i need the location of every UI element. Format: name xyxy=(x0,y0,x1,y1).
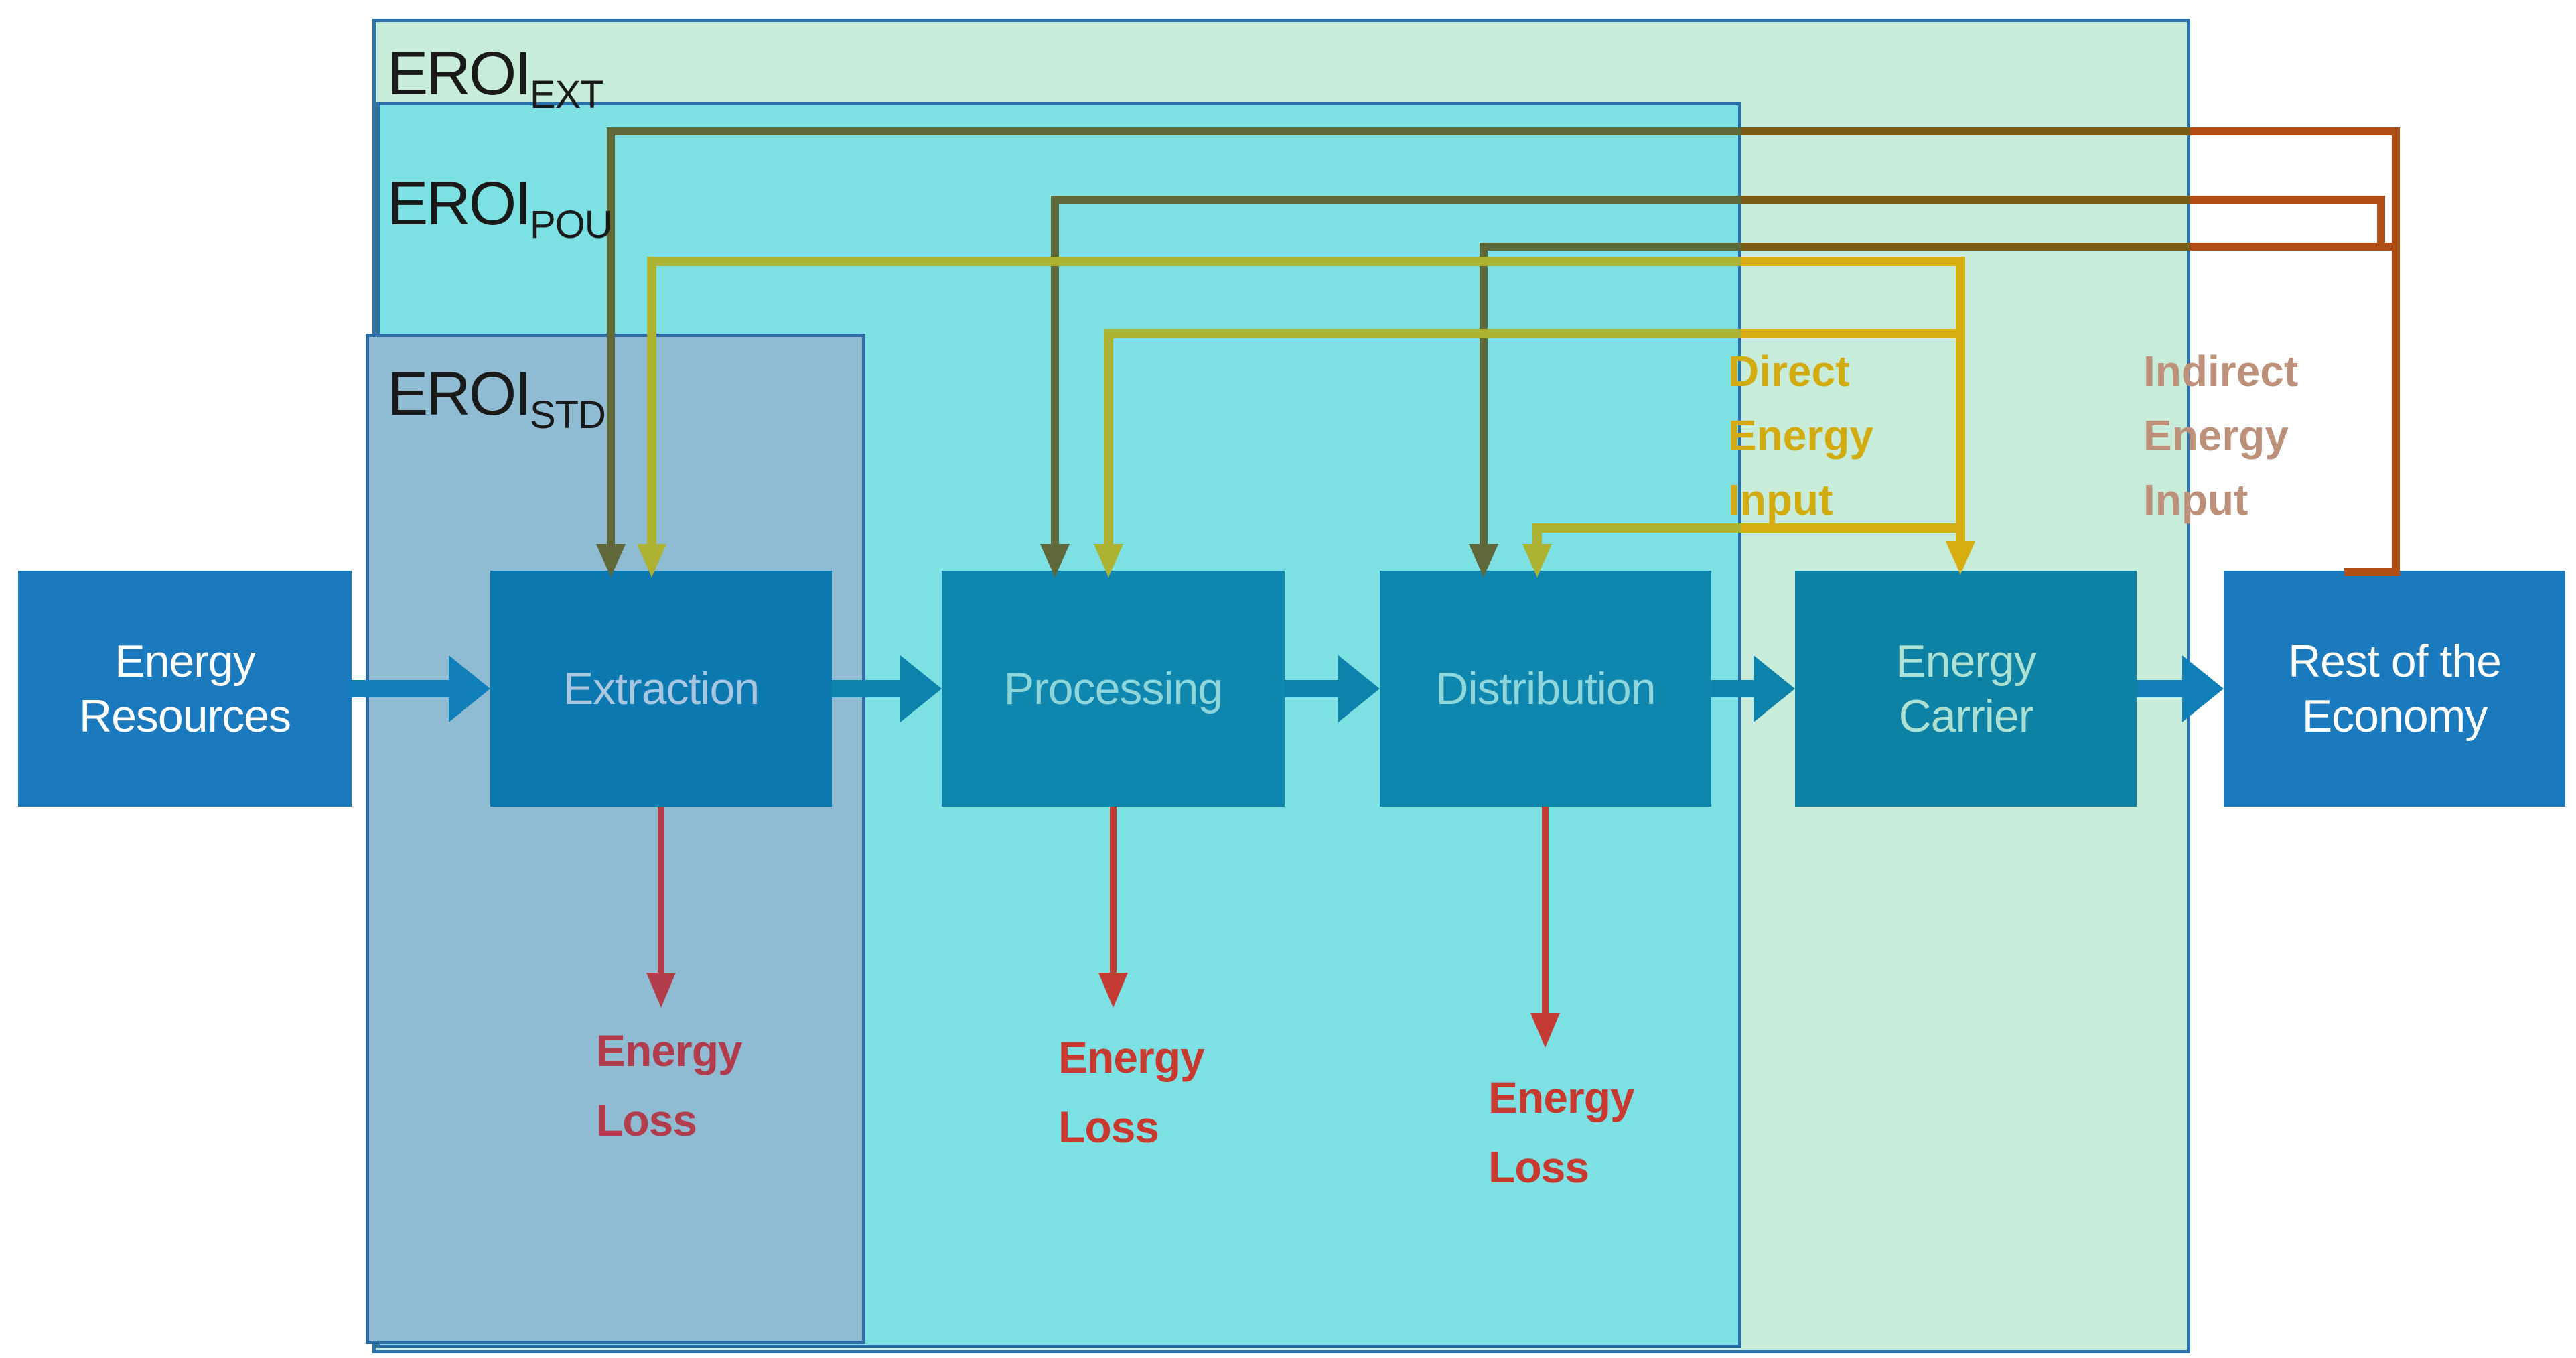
direct-extraction-drop xyxy=(647,257,656,544)
energy-loss-label-processing: Energy Loss xyxy=(1058,1032,1205,1152)
direct-trunk-vertical xyxy=(1956,257,1965,543)
indirect-distribution-drop xyxy=(1480,243,1488,544)
node-energy-carrier-label: Energy Carrier xyxy=(1895,636,2036,742)
direct-distribution-line-green xyxy=(1741,523,1965,533)
indirect-distribution-arrowhead-icon xyxy=(1469,544,1498,578)
direct-trunk-arrowhead-icon xyxy=(1946,541,1975,575)
flow-extraction-to-processing xyxy=(832,680,900,697)
loss-extraction-arrow xyxy=(658,807,664,974)
eroi-pou-label: EROIPOU xyxy=(387,169,613,247)
indirect-extraction-line-cyan xyxy=(611,127,1741,135)
loss-distribution-arrowhead-icon xyxy=(1530,1013,1560,1048)
flow-processing-to-distribution-head-icon xyxy=(1338,655,1380,722)
flow-carrier-to-rest-head-icon xyxy=(2182,655,2224,722)
loss-processing-arrow xyxy=(1110,807,1117,974)
direct-extraction-line-green xyxy=(1741,257,1965,266)
eroi-std-label-base: EROI xyxy=(387,360,532,428)
indirect-processing-arrowhead-icon xyxy=(1040,544,1070,578)
indirect-energy-input-label: Indirect Energy Input xyxy=(2143,347,2299,524)
flow-extraction-to-processing-head-icon xyxy=(900,655,942,722)
energy-loss-label-distribution: Energy Loss xyxy=(1488,1073,1635,1192)
indirect-processing-line-cyan xyxy=(1051,196,1741,204)
direct-distribution-arrowhead-icon xyxy=(1522,544,1552,578)
direct-distribution-line-cyan xyxy=(1532,523,1741,533)
eroi-ext-label: EROIEXT xyxy=(387,39,604,117)
direct-processing-arrowhead-icon xyxy=(1094,544,1123,578)
indirect-extraction-line-white xyxy=(2190,127,2400,135)
indirect-processing-line-green xyxy=(1741,196,2190,204)
indirect-distribution-line-cyan xyxy=(1480,243,1741,251)
eroi-pou-label-sub: POU xyxy=(529,203,613,247)
eroi-pou-label-base: EROI xyxy=(387,169,532,238)
indirect-trunk-vertical xyxy=(2392,127,2400,576)
node-energy-resources: Energy Resources xyxy=(18,571,352,807)
flow-carrier-to-rest xyxy=(2137,680,2182,697)
eroi-std-boundary-panel xyxy=(366,334,865,1344)
loss-processing-arrowhead-icon xyxy=(1098,973,1128,1008)
node-distribution: Distribution xyxy=(1380,571,1711,807)
flow-resources-to-extraction xyxy=(352,680,450,697)
node-processing-label: Processing xyxy=(1003,663,1223,714)
direct-processing-drop xyxy=(1104,329,1113,544)
direct-extraction-line-cyan xyxy=(652,257,1741,266)
indirect-extraction-line-green xyxy=(1741,127,2190,135)
loss-distribution-arrow xyxy=(1542,807,1549,1014)
indirect-distribution-line-green xyxy=(1741,243,2190,251)
indirect-processing-line-white xyxy=(2190,196,2385,204)
flow-processing-to-distribution xyxy=(1285,680,1338,697)
direct-energy-input-label: Direct Energy Input xyxy=(1728,347,1873,524)
node-rest-of-economy-label: Rest of the Economy xyxy=(2288,636,2502,742)
eroi-ext-label-base: EROI xyxy=(387,40,532,108)
indirect-distribution-line-white xyxy=(2190,243,2400,251)
direct-extraction-arrowhead-icon xyxy=(637,544,666,578)
node-processing: Processing xyxy=(942,571,1285,807)
direct-processing-line-green xyxy=(1741,329,1965,338)
direct-distribution-drop xyxy=(1532,523,1542,548)
node-energy-carrier: Energy Carrier xyxy=(1795,571,2137,807)
eroi-std-label-sub: STD xyxy=(529,393,606,437)
node-distribution-label: Distribution xyxy=(1435,663,1656,714)
flow-distribution-to-carrier-head-icon xyxy=(1754,655,1795,722)
energy-loss-label-extraction: Energy Loss xyxy=(596,1026,743,1145)
flow-resources-to-extraction-head-icon xyxy=(449,655,490,722)
indirect-processing-drop xyxy=(1051,196,1059,544)
node-extraction-label: Extraction xyxy=(563,663,760,714)
indirect-extraction-drop xyxy=(607,127,615,544)
node-extraction: Extraction xyxy=(490,571,832,807)
indirect-trunk-vertical-2 xyxy=(2377,196,2385,251)
indirect-trunk-hook xyxy=(2344,568,2400,576)
node-energy-resources-label: Energy Resources xyxy=(78,636,291,742)
loss-extraction-arrowhead-icon xyxy=(646,973,676,1008)
direct-processing-line-cyan xyxy=(1104,329,1741,338)
node-rest-of-economy: Rest of the Economy xyxy=(2224,571,2565,807)
eroi-ext-label-sub: EXT xyxy=(529,73,604,117)
eroi-std-label: EROISTD xyxy=(387,359,606,437)
indirect-extraction-arrowhead-icon xyxy=(596,544,626,578)
flow-distribution-to-carrier xyxy=(1711,680,1754,697)
